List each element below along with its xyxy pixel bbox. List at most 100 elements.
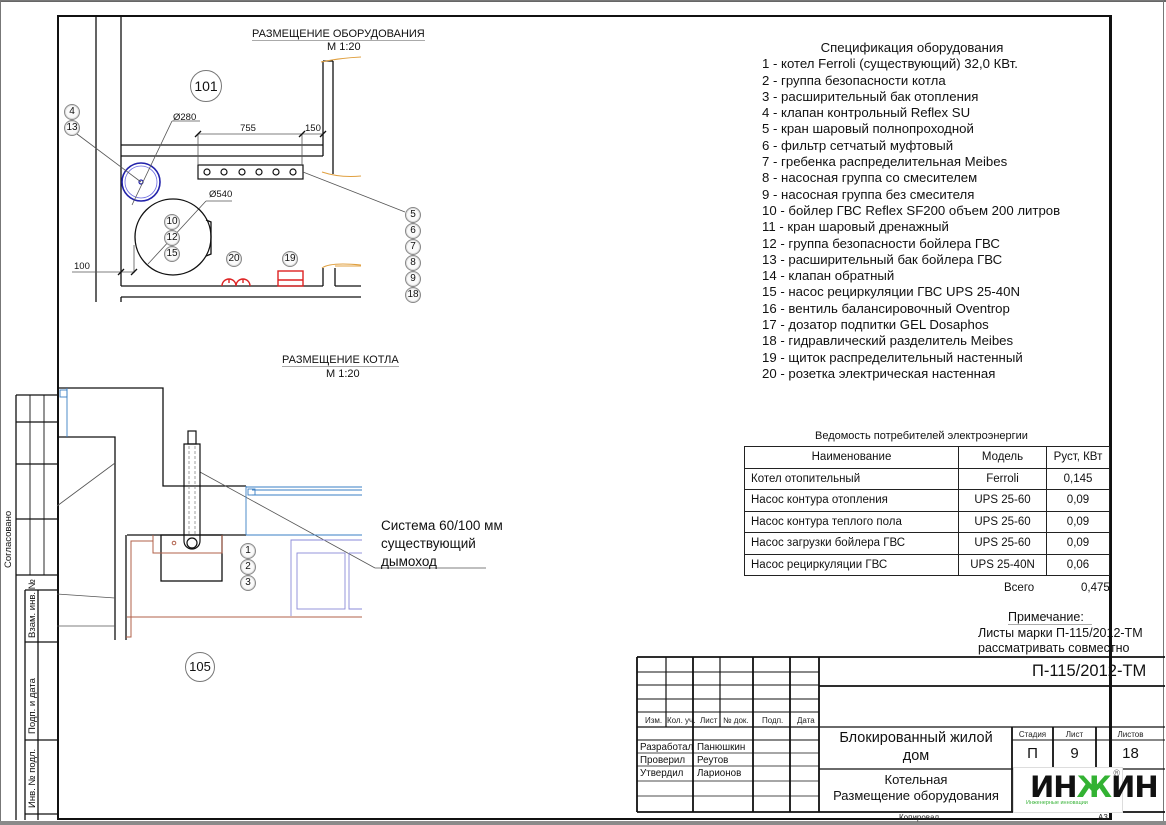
door-swing-lines <box>320 56 362 269</box>
specification-item: 18 - гидравлический разделитель Meibes <box>762 333 1014 349</box>
flue-note-line-2: существующий <box>381 536 476 551</box>
dim-wall-offset: 100 <box>74 261 90 272</box>
boiler-plan-walls <box>57 387 246 640</box>
col-name-header: Наименование <box>744 446 959 469</box>
document-code: П-115/2012-ТМ <box>1032 662 1147 680</box>
tag-15: 15 <box>164 246 180 262</box>
specification-list: 1 - котел Ferroli (существующий) 32,0 КВ… <box>762 56 1062 382</box>
specification-item: 13 - расширительный бак бойлера ГВС <box>762 251 1003 267</box>
project-name-line-2: дом <box>902 748 930 764</box>
flue-note: Система 60/100 мм существующий дымоход <box>381 517 503 571</box>
boiler-plan-violet <box>290 539 362 616</box>
consumer-name: Насос контура теплого пола <box>744 510 959 533</box>
power-table-title: Ведомость потребителей электроэнергии <box>815 430 1028 442</box>
boiler-plan-scale: М 1:20 <box>326 368 360 380</box>
equipment-plan-scale: М 1:20 <box>327 41 361 53</box>
power-consumers-table: Наименование Модель Pуст, КВт Котел отоп… <box>744 446 1110 576</box>
consumer-model: UPS 25-60 <box>958 489 1047 512</box>
specification-item: 6 - фильтр сетчатый муфтовый <box>762 137 954 153</box>
name-checked: Реутов <box>697 755 729 766</box>
consumer-power: 0,09 <box>1046 532 1110 555</box>
flue-note-line-1: Система 60/100 мм <box>381 518 503 533</box>
consumer-power: 0,145 <box>1046 467 1110 490</box>
tag-13: 13 <box>64 120 80 136</box>
power-total-label: Всего <box>1004 582 1035 594</box>
tag-19: 19 <box>282 251 298 267</box>
electrical-socket-20 <box>221 278 251 287</box>
consumer-power: 0,09 <box>1046 510 1110 533</box>
name-developed: Панюшкин <box>697 742 746 753</box>
specification-item: 10 - бойлер ГВС Reflex SF200 объем 200 л… <box>762 202 1061 218</box>
col-header-date: Дата <box>797 716 815 725</box>
sheet-label: Лист <box>1065 730 1084 739</box>
specification-item: 15 - насос рециркуляции ГВС UPS 25-40N <box>762 284 1020 300</box>
specification-item: 16 - вентиль балансировочный Oventrop <box>762 300 1010 316</box>
tag-8: 8 <box>405 255 421 271</box>
specification-item: 12 - группа безопасности бойлера ГВС <box>762 235 1000 251</box>
consumer-name: Насос рециркуляции ГВС <box>744 553 959 576</box>
tag-9: 9 <box>405 271 421 287</box>
col-header-count: Кол. уч. <box>667 716 696 725</box>
tag-18: 18 <box>405 287 421 303</box>
dim-collector-offset: 150 <box>305 123 321 134</box>
col-header-signature: Подп. <box>762 716 784 725</box>
specification-item: 2 - группа безопасности котла <box>762 72 946 88</box>
consumer-power: 0,06 <box>1046 553 1110 576</box>
room-number-105: 105 <box>185 652 215 682</box>
sheet-top-edge <box>0 0 1166 2</box>
consumer-model: Ferroli <box>958 467 1047 490</box>
specification-item: 17 - дозатор подпитки GEL Dosaphos <box>762 317 989 333</box>
sheet-title-line-1: Котельная <box>884 772 948 787</box>
sheet-bottom-edge <box>0 821 1166 825</box>
specification-item: 14 - клапан обратный <box>762 268 895 284</box>
dim-tank-diameter: Ø280 <box>173 112 197 123</box>
col-header-sheet: Лист <box>700 716 718 725</box>
specification-item: 5 - кран шаровый полнопроходной <box>762 121 974 137</box>
logo-wordmark: ИНЖИН <box>1030 770 1159 804</box>
specification-item: 7 - гребенка распределительная Meibes <box>762 154 1008 170</box>
col-model-header: Модель <box>958 446 1047 469</box>
project-name: Блокированный жилой дом <box>821 729 1011 765</box>
flue-pipe <box>183 430 201 550</box>
title-block-grid <box>636 656 1165 813</box>
tag-20: 20 <box>226 251 242 267</box>
stage-label: Стадия <box>1018 730 1047 739</box>
tag-4: 4 <box>64 104 80 120</box>
consumer-model: UPS 25-60 <box>958 532 1047 555</box>
boiler-plan-thin <box>56 462 486 627</box>
consumer-model: UPS 25-60 <box>958 510 1047 533</box>
name-approved: Ларионов <box>697 768 742 779</box>
specification-item: 3 - расширительный бак отопления <box>762 88 979 104</box>
sheets-label: Листов <box>1117 730 1144 739</box>
tag-5: 5 <box>405 207 421 223</box>
consumer-name: Насос загрузки бойлера ГВС <box>744 532 959 555</box>
equipment-plan-title: РАЗМЕЩЕНИЕ ОБОРУДОВАНИЯ <box>252 28 425 41</box>
equipment-specification: Спецификация оборудования 1 - котел Ferr… <box>762 40 1062 382</box>
dimension-lines <box>72 120 406 276</box>
consumer-model: UPS 25-40N <box>958 553 1047 576</box>
copied-label: Копировал <box>899 813 940 822</box>
tag-3: 3 <box>240 575 256 591</box>
specification-title: Спецификация оборудования <box>820 40 1004 55</box>
consumer-power: 0,09 <box>1046 489 1110 512</box>
boiler-plan-title: РАЗМЕЩЕНИЕ КОТЛА <box>282 354 399 367</box>
paper-format: А3 <box>1098 813 1108 822</box>
hot-water-boiler-10 <box>134 198 212 276</box>
col-header-change: Изм. <box>645 716 663 725</box>
col-header-docnum: № док. <box>723 716 749 725</box>
role-approved: Утвердил <box>640 768 684 779</box>
power-total-value: 0,475 <box>1081 582 1110 594</box>
project-name-line-1: Блокированный жилой <box>839 730 993 746</box>
tag-7: 7 <box>405 239 421 255</box>
dim-boiler-diameter: Ø540 <box>209 189 233 200</box>
margin-inv-original-label: Инв. № подл. <box>27 748 38 808</box>
tag-6: 6 <box>405 223 421 239</box>
boiler-plan-brown <box>126 535 362 638</box>
note-line-1: Листы марки П-115/2012-ТМ <box>978 626 1143 640</box>
note-body: Листы марки П-115/2012-ТМ рассматривать … <box>978 626 1143 656</box>
